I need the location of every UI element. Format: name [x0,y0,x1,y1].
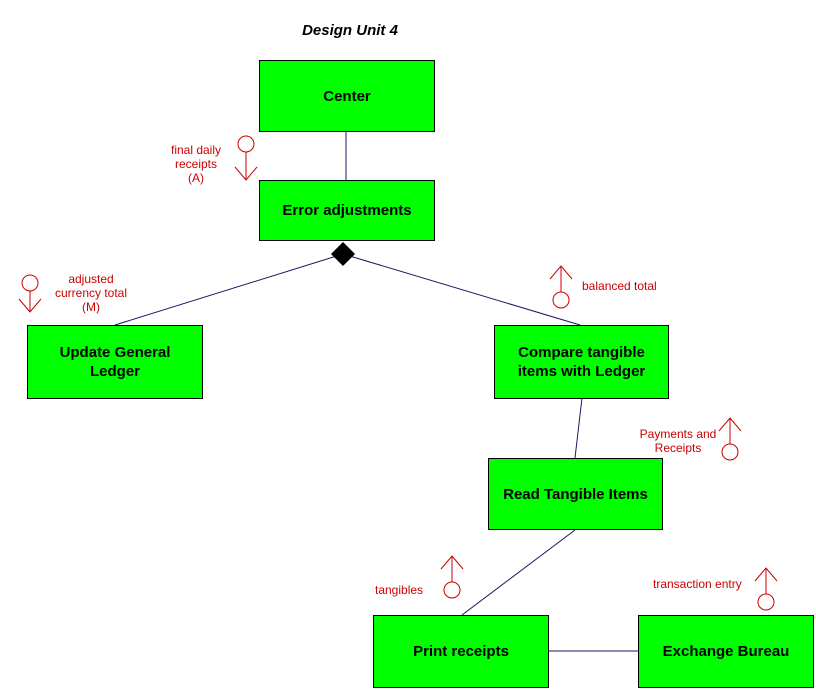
flow-transaction-entry-couple [754,567,778,611]
flow-label-final-daily-receipts: final daily receipts (A) [170,143,222,185]
connector-read-print [461,529,576,616]
flow-label-balanced-total: balanced total [582,279,657,293]
flow-label-transaction-entry: transaction entry [653,577,742,591]
selection-diamond [331,242,355,266]
connector-error-update-ledger [114,253,344,326]
connector-compare-read [574,397,583,459]
flow-adjusted-currency-total-couple [18,274,42,313]
module-compare-tangible-items: Compare tangible items with Ledger [494,325,669,399]
flow-final-daily-receipts-couple [234,135,258,181]
flow-label-adjusted-currency-total: adjusted currency total (M) [54,272,128,314]
module-update-general-ledger: Update General Ledger [27,325,203,399]
module-print-receipts: Print receipts [373,615,549,688]
flow-label-payments-and-receipts: Payments and Receipts [639,427,717,455]
diagram-title: Design Unit 4 [302,22,398,39]
flow-tangibles-couple [440,555,464,599]
module-center: Center [259,60,435,132]
flow-payments-and-receipts-couple [718,417,742,461]
connector-error-compare [342,253,581,326]
module-exchange-bureau: Exchange Bureau [638,615,814,688]
flow-label-tangibles: tangibles [375,583,424,597]
module-read-tangible-items: Read Tangible Items [488,458,663,530]
module-error-adjustments: Error adjustments [259,180,435,241]
flow-balanced-total-couple [549,265,573,309]
